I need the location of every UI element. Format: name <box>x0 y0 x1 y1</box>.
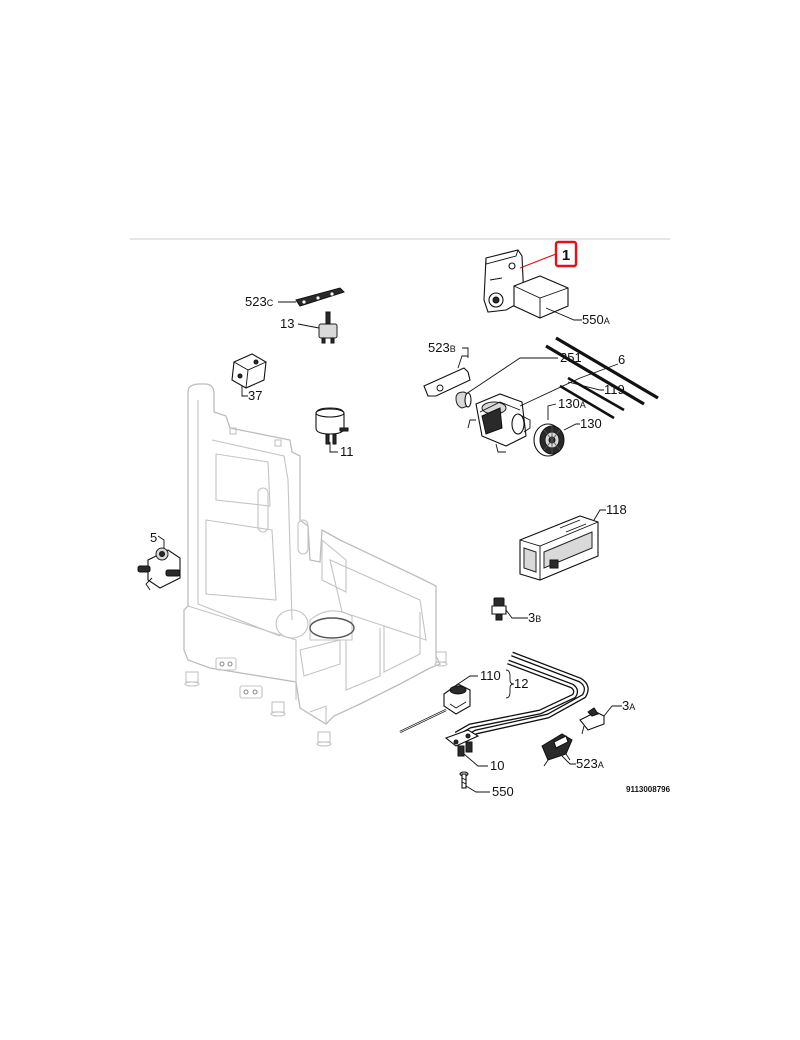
part-523c-bracket <box>295 287 345 307</box>
highlight-label: 1 <box>562 247 570 264</box>
label-550a[interactable]: 550A <box>582 312 610 327</box>
part-110-thermostat <box>399 683 471 733</box>
label-130a[interactable]: 130A <box>558 396 586 411</box>
base-frame <box>183 383 448 747</box>
part-3b-clip <box>491 597 507 621</box>
label-3a[interactable]: 3A <box>622 698 635 713</box>
label-6[interactable]: 6 <box>618 352 625 367</box>
part-1-module <box>483 249 525 313</box>
label-251[interactable]: 251 <box>560 350 582 365</box>
part-523a-bracket <box>541 733 573 767</box>
part-6-pump-motor <box>467 393 531 453</box>
label-523c[interactable]: 523C <box>245 294 274 309</box>
part-heater-element <box>444 651 589 747</box>
label-550[interactable]: 550 <box>492 784 514 799</box>
part-130-impeller <box>533 423 565 457</box>
label-130[interactable]: 130 <box>580 416 602 431</box>
label-523b[interactable]: 523B <box>428 340 456 355</box>
document-reference-code: 9113008796 <box>626 785 671 794</box>
part-523b-bracket <box>423 355 471 397</box>
part-5-valve <box>137 547 181 591</box>
label-13[interactable]: 13 <box>280 316 294 331</box>
label-118[interactable]: 118 <box>606 502 627 517</box>
part-11-capacitor <box>315 407 349 445</box>
part-10-seal <box>457 741 473 757</box>
part-550a-box <box>513 275 569 319</box>
label-3b[interactable]: 3B <box>528 610 541 625</box>
label-10[interactable]: 10 <box>490 758 504 773</box>
highlight-box: 1 <box>519 240 578 269</box>
part-13-connector <box>318 311 338 344</box>
part-37-relay <box>231 353 267 389</box>
label-5[interactable]: 5 <box>150 530 157 545</box>
label-37[interactable]: 37 <box>248 388 262 403</box>
part-251-seal <box>455 391 472 409</box>
part-118-control-module <box>519 515 599 581</box>
label-11[interactable]: 11 <box>340 444 354 459</box>
label-119[interactable]: 119 <box>604 382 625 397</box>
label-110[interactable]: 110 <box>480 668 501 683</box>
part-550-screw <box>459 771 469 789</box>
label-523a[interactable]: 523A <box>576 756 604 771</box>
label-12[interactable]: 12 <box>514 676 528 691</box>
part-3a-clip <box>579 707 605 735</box>
